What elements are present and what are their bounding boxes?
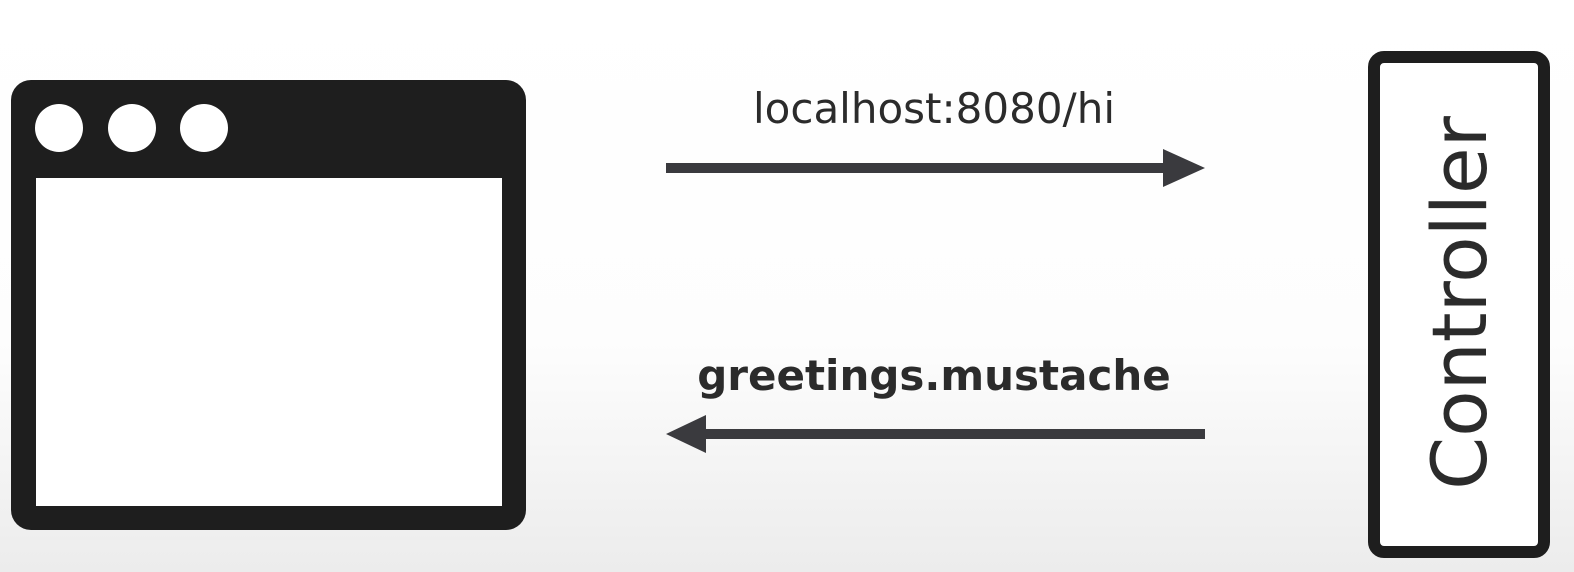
controller-frame: [1368, 51, 1550, 558]
response-arrow-head: [666, 415, 706, 453]
response-label: greetings.mustache: [697, 351, 1171, 400]
arrow-left-icon: [666, 415, 1205, 453]
controller-label: Controller: [1415, 115, 1504, 490]
arrow-right-icon: [666, 149, 1205, 187]
browser-viewport: [36, 178, 502, 506]
window-dot-3: [180, 104, 228, 152]
request-arrow-head: [1163, 149, 1205, 187]
controller-box: Controller: [1368, 51, 1550, 558]
window-dot-2: [108, 104, 156, 152]
browser-window-icon: [11, 80, 526, 530]
request-label: localhost:8080/hi: [753, 84, 1115, 133]
window-dot-1: [35, 104, 83, 152]
